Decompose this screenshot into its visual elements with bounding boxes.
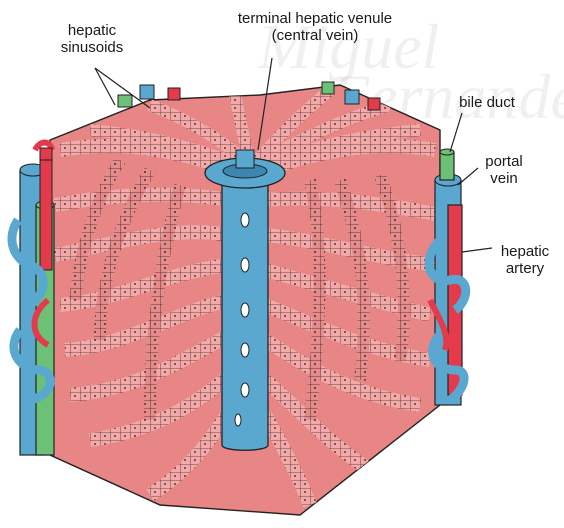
right-portal-triad <box>429 149 466 405</box>
label-central-vein: terminal hepatic venule (central vein) <box>220 10 410 44</box>
label-hepatic-artery-line2: artery <box>490 260 560 277</box>
label-hepatic-sinusoids: hepatic sinusoids <box>42 22 142 56</box>
left-portal-triad <box>12 143 54 456</box>
label-bile-duct-text: bile duct <box>442 94 532 111</box>
label-portal-vein-line2: vein <box>474 170 534 187</box>
label-portal-vein-line1: portal <box>474 153 534 170</box>
label-portal-vein: portal vein <box>474 153 534 187</box>
label-central-vein-line2: (central vein) <box>220 27 410 44</box>
label-bile-duct: bile duct <box>442 94 532 111</box>
label-hepatic-artery: hepatic artery <box>490 243 560 277</box>
label-central-vein-line1: terminal hepatic venule <box>220 10 410 27</box>
label-hepatic-sinusoids-line2: sinusoids <box>42 39 142 56</box>
label-hepatic-artery-line1: hepatic <box>490 243 560 260</box>
label-hepatic-sinusoids-line1: hepatic <box>42 22 142 39</box>
